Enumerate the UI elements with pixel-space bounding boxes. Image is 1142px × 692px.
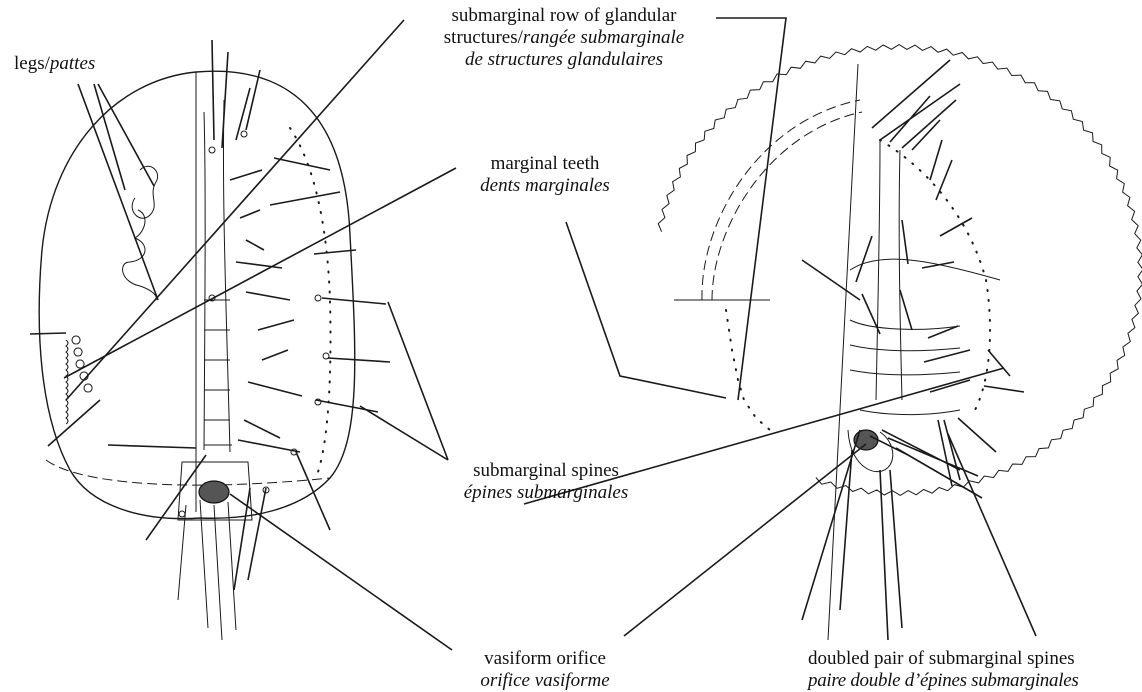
doubled-label-en: doubled pair of submarginal spines [808, 648, 1138, 670]
leader-doubled [948, 434, 1036, 636]
teeth-label: marginal teeth dents marginales [455, 153, 635, 197]
leader-spines [360, 302, 448, 460]
glandular-label: submarginal row of glandular structures/… [404, 5, 724, 71]
right-submarginal-dots [880, 140, 990, 410]
right-dorsal-segments [850, 320, 960, 415]
left-leg-1 [132, 166, 157, 218]
legs-label: legs/pattes [14, 53, 95, 75]
glandular-label-fr3: de structures glandulaires [404, 49, 724, 71]
left-body-outline [39, 71, 355, 518]
teeth-label-en: marginal teeth [455, 153, 635, 175]
glandular-label-en2: structures/ [444, 27, 523, 48]
leader-teeth-left [30, 168, 456, 446]
legs-label-fr: pattes [50, 53, 95, 74]
vasiform-label-en: vasiform orifice [450, 648, 640, 670]
leader-vasiform-left [230, 494, 452, 650]
leader-glandular-right [716, 18, 786, 400]
spines-label-fr: épines submarginales [446, 482, 646, 504]
teeth-label-fr: dents marginales [455, 175, 635, 197]
doubled-label: doubled pair of submarginal spines paire… [808, 648, 1138, 692]
leader-glandular-left [66, 20, 404, 400]
right-spines [802, 60, 1024, 640]
left-vasiform-orifice [199, 481, 229, 503]
doubled-label-fr: paire double d’épines submarginales [808, 670, 1138, 692]
spines-label: submarginal spines épines submarginales [446, 460, 646, 504]
glandular-label-en1: submarginal row of glandular [404, 5, 724, 27]
left-spine-bases [209, 147, 215, 153]
left-spine-base [323, 353, 329, 359]
glandular-label-fr2: rangée submarginale [523, 27, 684, 48]
right-median-line [828, 64, 858, 640]
left-submarginal-dots [290, 128, 331, 472]
left-leg-2 [123, 210, 157, 300]
vasiform-label-fr: orifice vasiforme [450, 670, 640, 692]
left-dorsal-strip [204, 100, 230, 452]
spines-label-en: submarginal spines [446, 460, 646, 482]
leader-teeth-right [566, 222, 726, 398]
legs-label-en: legs/ [14, 53, 50, 74]
left-spine-base [315, 295, 321, 301]
left-marginal-teeth [66, 340, 68, 424]
leader-legs [78, 84, 158, 300]
left-specimen [39, 40, 390, 640]
left-spine-base [179, 511, 185, 517]
left-anal-setae [178, 500, 236, 640]
left-spine-base [241, 131, 247, 137]
leader-lines [30, 18, 1036, 650]
right-dashed-outline [702, 100, 862, 300]
right-serrated-margin [658, 45, 1142, 496]
right-marginal-gland-row [726, 310, 770, 430]
vasiform-label: vasiform orifice orifice vasiforme [450, 648, 640, 692]
